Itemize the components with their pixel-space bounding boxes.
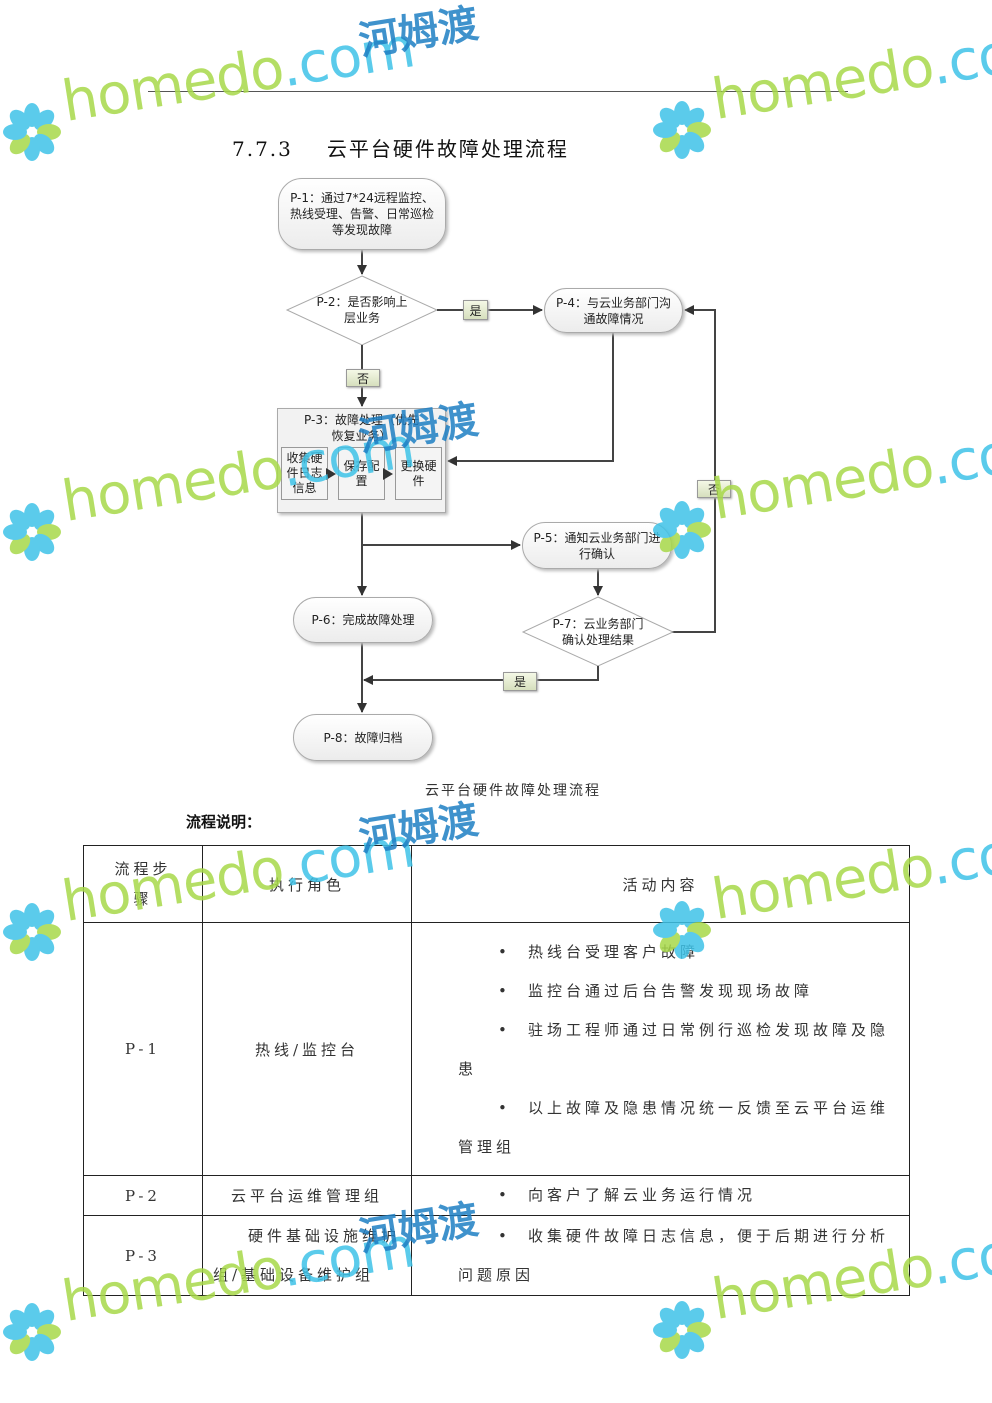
watermark-flower-icon: [650, 1298, 714, 1366]
step-p4: P-4：与云业务部门沟通故障情况: [544, 288, 683, 333]
role-cell: 热线/监控台: [202, 922, 412, 1176]
activity-item: •收集硬件故障日志信息，便于后期进行分析问题原因: [458, 1226, 890, 1284]
activity-item: •热线台受理客户故障: [498, 943, 700, 961]
no-label: 否: [346, 369, 380, 387]
step-p6: P-6：完成故障处理: [293, 597, 433, 643]
substep-arrows: [326, 468, 393, 480]
activity-cell: •向客户了解云业务运行情况: [411, 1175, 910, 1216]
p3-substep-save-config: 保存配置: [338, 447, 385, 500]
watermark-flower-icon: [0, 1300, 64, 1368]
activity-item: •以上故障及隐患情况统一反馈至云平台运维管理组: [458, 1099, 890, 1156]
table-row: P-3 硬件基础设施维护组/基础设备维护组 •收集硬件故障日志信息，便于后期进行…: [83, 1215, 910, 1296]
header-rule: [148, 91, 848, 92]
header-role: 执行角色: [202, 845, 412, 923]
step-cell: P-1: [83, 922, 203, 1176]
decision-p7: P-7：云业务部门确认处理结果: [552, 617, 644, 647]
flowchart-connectors: [285, 250, 716, 713]
decision-p2: P-2：是否影响上层业务: [316, 295, 408, 325]
table-row: P-2 云平台运维管理组 •向客户了解云业务运行情况: [83, 1175, 910, 1216]
activity-item: •驻场工程师通过日常例行巡检发现故障及隐患: [458, 1021, 890, 1078]
header-step: 流程步骤: [83, 845, 203, 923]
no-label-p7: 否: [697, 480, 731, 498]
activity-item: •向客户了解云业务运行情况: [498, 1186, 757, 1204]
step-cell: P-3: [83, 1215, 203, 1296]
table-row: P-1 热线/监控台 •热线台受理客户故障 •监控台通过后台告警发现现场故障 •…: [83, 922, 910, 1176]
process-table: 流程步骤 执行角色 活动内容 P-1 热线/监控台 •热线台受理客户故障 •监控…: [83, 845, 910, 1296]
step-p3-title: P-3：故障处理（优先恢复业务）: [304, 413, 419, 443]
step-p8: P-8：故障归档: [293, 714, 433, 761]
yes-label-p7: 是: [503, 672, 537, 691]
role-cell: 云平台运维管理组: [202, 1175, 412, 1216]
p3-substep-collect-logs: 收集硬件日志信息: [281, 447, 328, 500]
activity-cell: •热线台受理客户故障 •监控台通过后台告警发现现场故障 •驻场工程师通过日常例行…: [411, 922, 910, 1176]
activity-cell: •收集硬件故障日志信息，便于后期进行分析问题原因: [411, 1215, 910, 1296]
watermark-flower-icon: [0, 900, 64, 968]
step-cell: P-2: [83, 1175, 203, 1216]
figure-caption: 云平台硬件故障处理流程: [425, 783, 601, 799]
p3-substep-replace-hardware: 更换硬件: [395, 447, 442, 500]
process-description-label: 流程说明：: [186, 813, 262, 831]
yes-label: 是: [463, 300, 488, 320]
step-p1: P-1：通过7*24远程监控、热线受理、告警、日常巡检等发现故障: [278, 178, 446, 250]
activity-item: •监控台通过后台告警发现现场故障: [498, 982, 814, 1000]
step-p5: P-5：通知云业务部门进行确认: [522, 522, 672, 569]
role-cell: 硬件基础设施维护组/基础设备维护组: [202, 1215, 412, 1296]
table-header-row: 流程步骤 执行角色 活动内容: [83, 845, 910, 923]
header-activity: 活动内容: [411, 845, 910, 923]
